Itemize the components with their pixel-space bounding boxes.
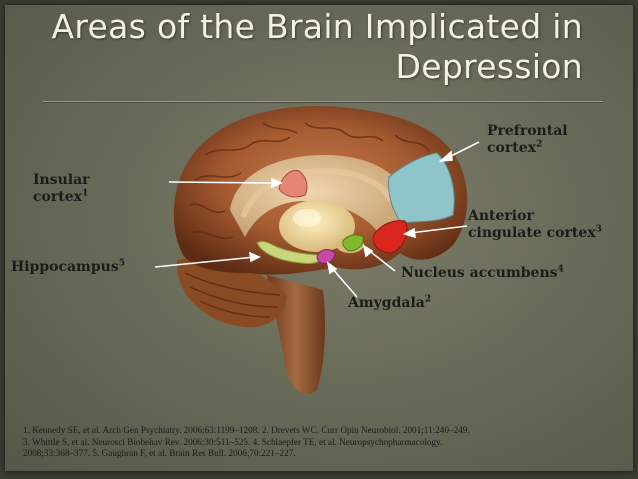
hippocampus-label-text: Hippocampus bbox=[11, 259, 119, 275]
prefrontal-label-line-1: Prefrontal bbox=[487, 123, 568, 139]
anterior-cingulate-region bbox=[372, 220, 408, 254]
anterior-cingulate-pointer bbox=[409, 225, 468, 234]
anterior-cingulate-label-line-1: Anterior bbox=[468, 208, 534, 224]
prefrontal-cortex-region bbox=[388, 152, 455, 224]
nucleus-accumbens-region bbox=[342, 234, 364, 252]
references: 1. Kennedy SE, et al. Arch Gen Psychiatr… bbox=[23, 425, 623, 460]
slide: Areas of the Brain Implicated in Depress… bbox=[5, 5, 633, 471]
insular-label-line-2: cortex bbox=[33, 189, 82, 205]
anterior-cingulate-ref: 3 bbox=[595, 224, 602, 235]
nucleus-accumbens-label: Nucleus accumbens4 bbox=[401, 265, 564, 282]
hippocampus-ref: 5 bbox=[118, 258, 125, 269]
amygdala-pointer bbox=[330, 266, 358, 298]
amygdala-ref: 2 bbox=[424, 294, 432, 305]
amygdala-label: Amygdala2 bbox=[348, 295, 431, 312]
nucleus-accumbens-pointer bbox=[366, 248, 396, 272]
nucleus-accumbens-label-text: Nucleus accumbens bbox=[401, 265, 558, 281]
amygdala-label-text: Amygdala bbox=[348, 295, 425, 311]
insular-cortex-label: Insular cortex1 bbox=[33, 172, 90, 206]
insular-label-line-1: Insular bbox=[33, 172, 90, 188]
reference-line-2: 3. Whittle S, et al. Neurosci Biobehav R… bbox=[23, 436, 443, 447]
hippocampus-label: Hippocampus5 bbox=[11, 259, 125, 276]
hippocampus-pointer bbox=[154, 256, 256, 268]
anterior-cingulate-label-line-2: cingulate cortex bbox=[468, 225, 596, 241]
cerebellum bbox=[176, 255, 287, 328]
insular-pointer bbox=[168, 181, 278, 184]
anterior-cingulate-label: Anterior cingulate cortex3 bbox=[468, 208, 602, 242]
prefrontal-label-line-2: cortex bbox=[487, 140, 536, 156]
title-divider bbox=[43, 101, 603, 102]
insular-cortex-region bbox=[278, 169, 308, 198]
reference-line-1: 1. Kennedy SE, et al. Arch Gen Psychiatr… bbox=[23, 425, 470, 435]
slide-title: Areas of the Brain Implicated in Depress… bbox=[23, 7, 583, 87]
insular-ref: 1 bbox=[81, 188, 89, 199]
title-line-2: Depression bbox=[395, 47, 583, 86]
reference-line-3: 2008;33:368–377. 5. Gaughran F, et al. B… bbox=[23, 448, 296, 458]
nucleus-accumbens-ref: 4 bbox=[557, 264, 564, 275]
title-line-1: Areas of the Brain Implicated in bbox=[51, 7, 583, 46]
brain-illustration bbox=[154, 106, 480, 394]
prefrontal-ref: 2 bbox=[535, 139, 543, 150]
amygdala-region bbox=[316, 249, 336, 264]
prefrontal-cortex-label: Prefrontal cortex2 bbox=[487, 123, 568, 157]
